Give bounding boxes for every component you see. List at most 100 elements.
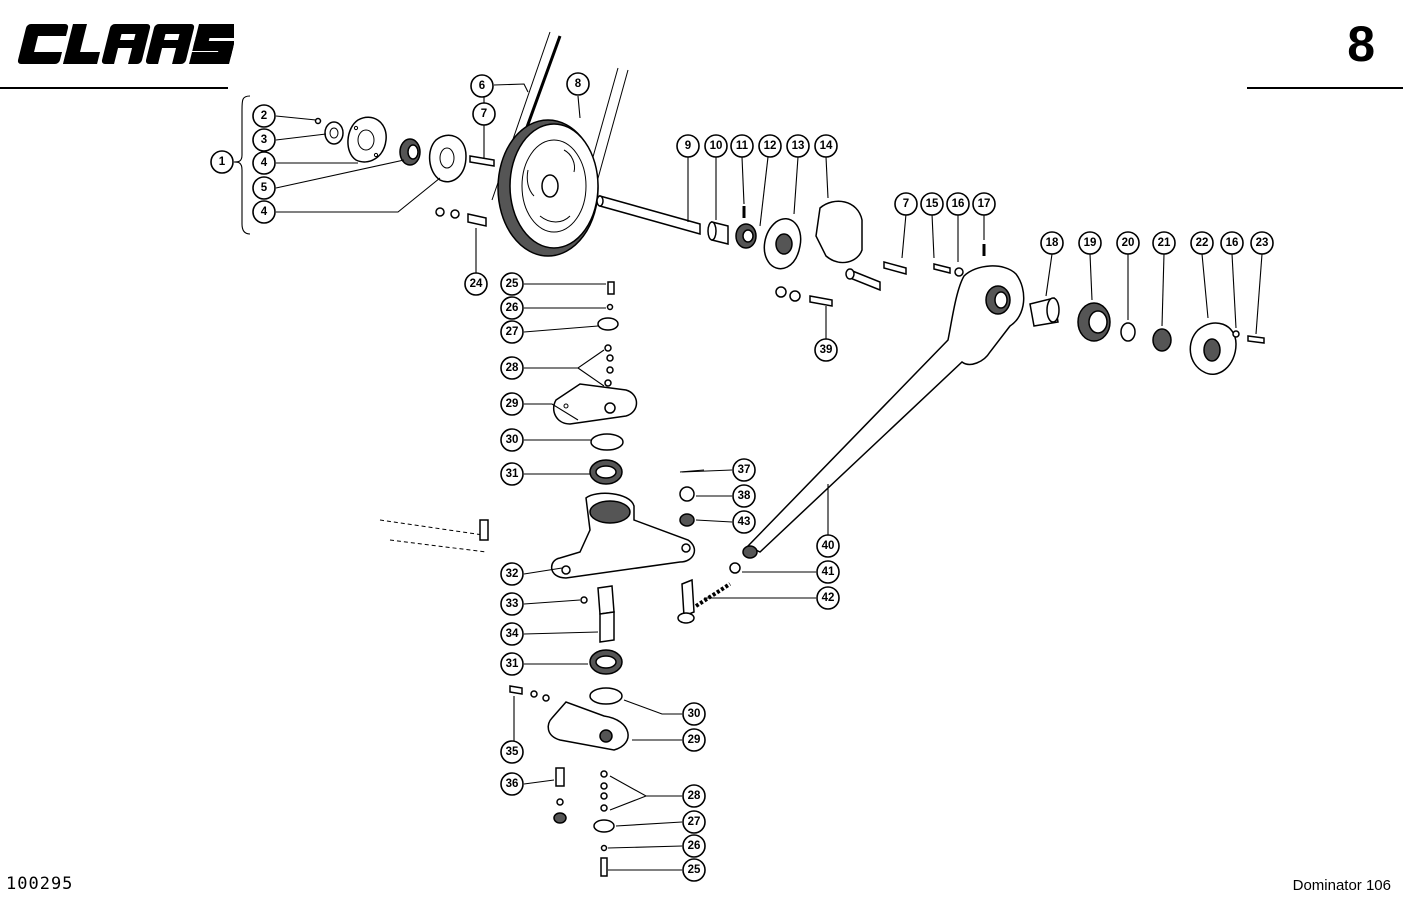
callout-label: 40 [822,540,835,552]
callout-36: 36 [500,772,524,796]
callout-label: 43 [738,516,751,528]
header-rule-right [1247,87,1403,89]
callout-26-upper: 26 [500,296,524,320]
callout-21: 21 [1152,231,1176,255]
callout-32: 32 [500,562,524,586]
callout-18: 18 [1040,231,1064,255]
callout-label: 25 [506,278,519,290]
callout-20: 20 [1116,231,1140,255]
callout-label: 18 [1046,237,1059,249]
callout-label: 4 [261,206,268,218]
callout-label: 39 [820,344,833,356]
callout-label: 33 [506,598,519,610]
callout-label: 29 [506,398,519,410]
callout-label: 27 [688,816,701,828]
callout-label: 42 [822,592,835,604]
callout-label: 3 [261,134,267,146]
callout-22: 22 [1190,231,1214,255]
callout-7-left: 7 [472,102,496,126]
callout-label: 26 [688,840,701,852]
callout-9: 9 [676,134,700,158]
callout-label: 41 [822,566,835,578]
callout-label: 13 [792,140,805,152]
callout-label: 29 [688,734,701,746]
callout-27-upper: 27 [500,320,524,344]
callout-24: 24 [464,272,488,296]
callout-27-lower: 27 [682,810,706,834]
callout-label: 38 [738,490,751,502]
callout-label: 31 [506,658,519,670]
callout-31-lower: 31 [500,652,524,676]
drawing-number: 100295 [6,874,74,894]
callout-19: 19 [1078,231,1102,255]
callout-4-upper: 4 [252,151,276,175]
callout-39: 39 [814,338,838,362]
callout-14: 14 [814,134,838,158]
lower-housing-drawing [379,469,732,675]
callout-label: 32 [506,568,519,580]
callout-label: 7 [481,108,487,120]
callout-29-lower: 29 [682,728,706,752]
drive-arm-drawing [729,265,1265,574]
callout-label: 6 [479,80,485,92]
callout-label: 19 [1084,237,1097,249]
callout-33: 33 [500,592,524,616]
callout-label: 1 [219,156,226,168]
callout-29-upper: 29 [500,392,524,416]
callout-16-lower: 16 [1220,231,1244,255]
lower-bearing-stack-drawing [509,685,629,877]
group-bracket [233,95,251,235]
callout-7-right: 7 [894,192,918,216]
callout-26-lower: 26 [682,834,706,858]
callout-label: 15 [926,198,939,210]
callout-label: 31 [506,468,519,480]
callout-1: 1 [210,150,234,174]
callout-40: 40 [816,534,840,558]
callout-28-upper: 28 [500,356,524,380]
callout-5: 5 [252,176,276,200]
callout-label: 16 [1226,237,1239,249]
callout-13: 13 [786,134,810,158]
belt-and-pulley-drawing [491,31,629,257]
callout-30-upper: 30 [500,428,524,452]
model-name: Dominator 106 [1292,877,1391,894]
callout-label: 34 [506,628,519,640]
callout-42: 42 [816,586,840,610]
callout-12: 12 [758,134,782,158]
callout-35: 35 [500,740,524,764]
callout-label: 12 [764,140,777,152]
hub-assembly-drawing [314,116,495,227]
callout-label: 30 [688,708,701,720]
callout-label: 8 [575,78,582,90]
callout-4-lower: 4 [252,200,276,224]
callout-label: 28 [688,790,701,802]
callout-23: 23 [1250,231,1274,255]
callout-label: 2 [261,110,267,122]
callout-25-lower: 25 [682,858,706,882]
callout-8: 8 [566,72,590,96]
callout-38: 38 [732,484,756,508]
callout-label: 26 [506,302,519,314]
callout-label: 28 [506,362,519,374]
callout-label: 37 [738,464,751,476]
callout-label: 20 [1122,237,1135,249]
callout-16-upper: 16 [946,192,970,216]
callout-label: 21 [1158,237,1171,249]
callout-label: 7 [903,198,909,210]
callout-label: 35 [506,746,519,758]
main-shaft-drawing [596,195,986,307]
callout-label: 14 [820,140,833,152]
callout-43: 43 [732,510,756,534]
callout-label: 22 [1196,237,1209,249]
claas-logo [17,24,234,64]
callout-label: 10 [710,140,723,152]
callout-15: 15 [920,192,944,216]
callout-label: 17 [978,198,991,210]
callout-30-lower: 30 [682,702,706,726]
callout-label: 30 [506,434,519,446]
page-number: 8 [1347,16,1375,72]
callout-41: 41 [816,560,840,584]
upper-bearing-stack-drawing [552,281,638,485]
callout-label: 27 [506,326,519,338]
